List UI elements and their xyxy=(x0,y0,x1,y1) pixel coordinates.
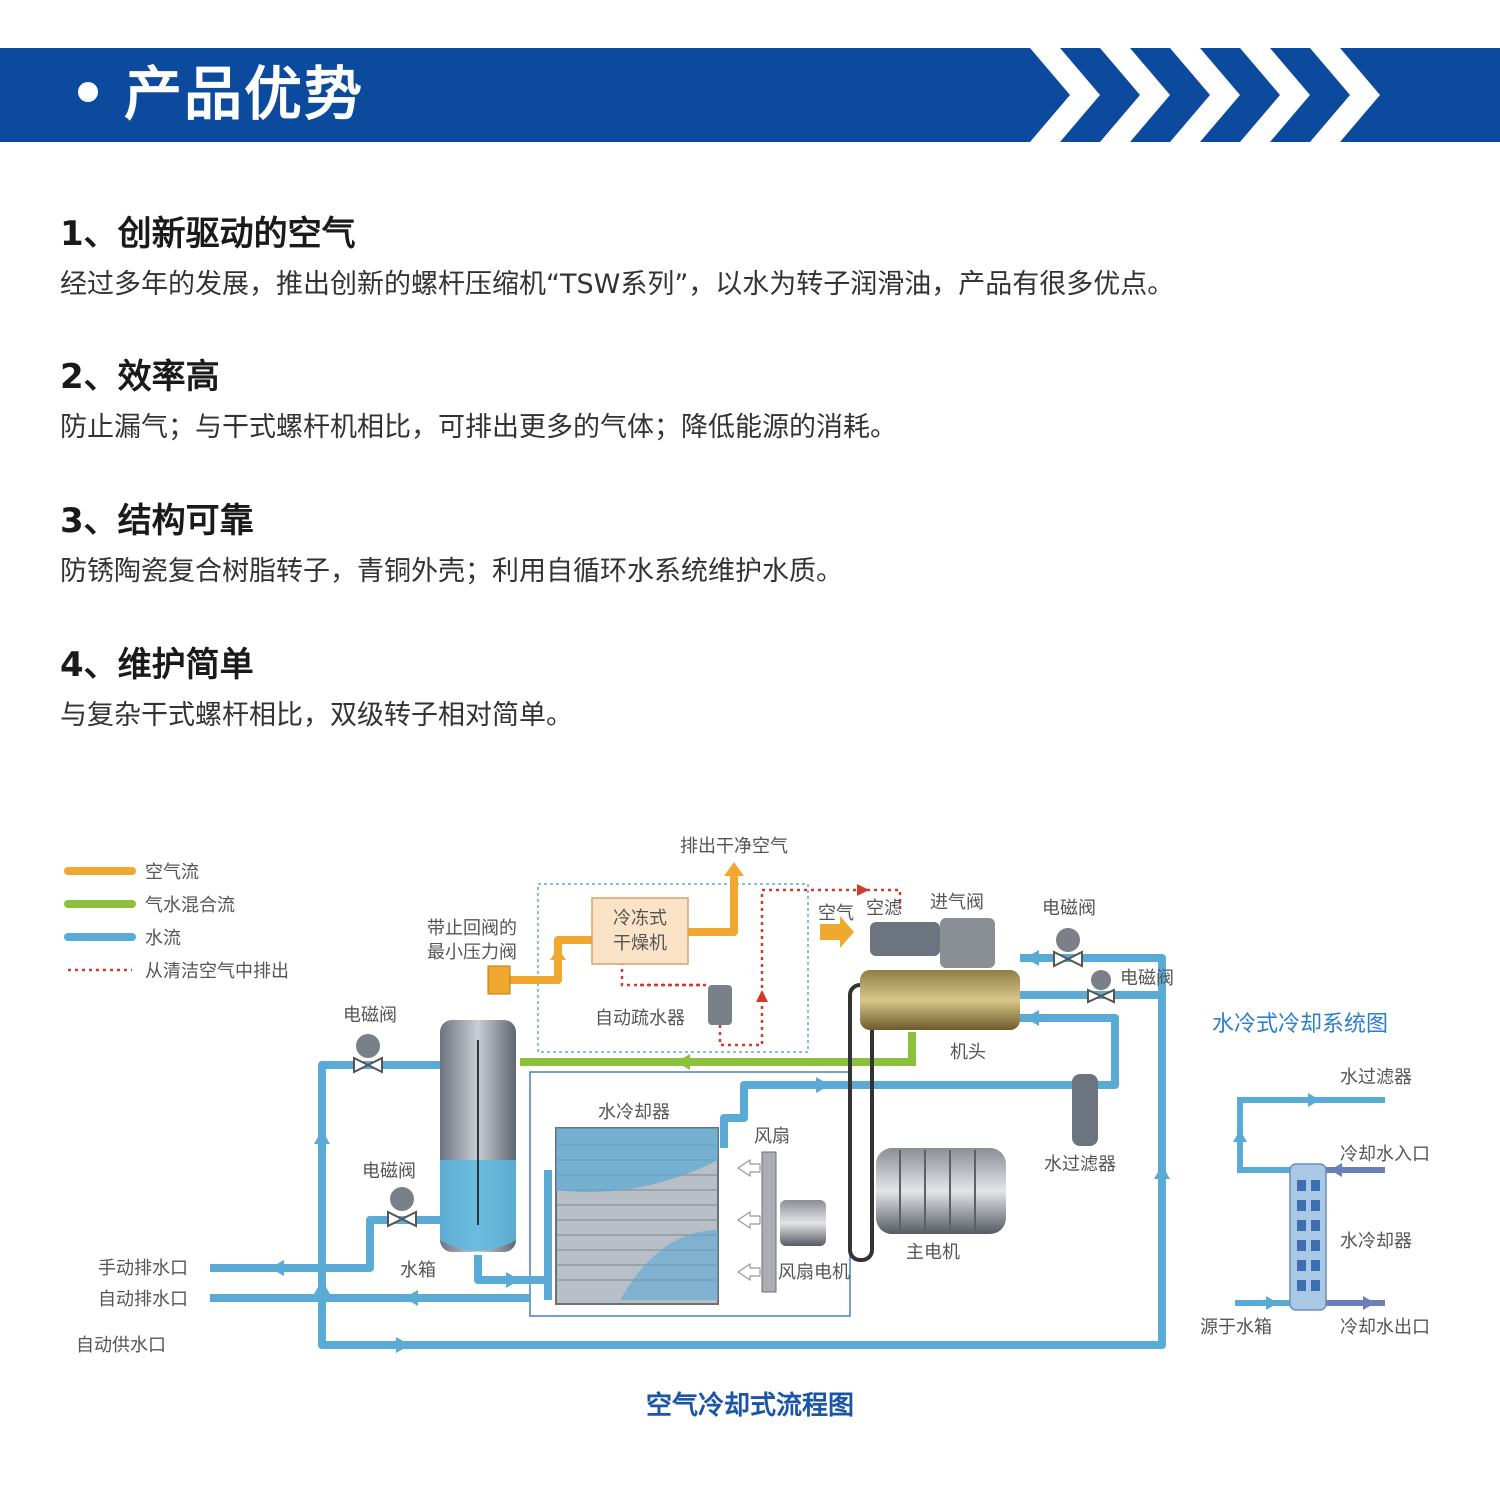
air-filter xyxy=(870,922,940,956)
header-banner xyxy=(0,48,1500,142)
intake-valve-label: 进气阀 xyxy=(930,892,984,913)
legend: 空气流 气水混合流 水流 从清洁空气中排出 xyxy=(64,862,289,982)
side-inlet-label: 冷却水入口 xyxy=(1340,1144,1430,1165)
intake-valve xyxy=(940,918,995,968)
main-motor-label: 主电机 xyxy=(906,1242,960,1263)
air-inlet-arrow xyxy=(820,916,854,948)
section-2-heading: 2、效率高 xyxy=(60,357,220,397)
side-diagram-title: 水冷式冷却系统图 xyxy=(1212,1012,1388,1037)
auto-drain-port-label: 自动排水口 xyxy=(98,1289,188,1310)
section-2-text: 防止漏气；与干式螺杆机相比，可排出更多的气体；降低能源的消耗。 xyxy=(60,412,897,443)
solenoid-label-4: 电磁阀 xyxy=(362,1161,416,1182)
air-label: 空气 xyxy=(818,903,854,924)
bullet-dot xyxy=(78,82,98,102)
fan-label: 风扇 xyxy=(754,1126,790,1147)
mixed-flow-pipe xyxy=(520,1032,916,1066)
side-outlet-label: 冷却水出口 xyxy=(1340,1317,1430,1338)
auto-drain-filter xyxy=(708,985,732,1025)
exhaust-line xyxy=(620,888,902,1047)
dryer-box xyxy=(591,897,689,965)
auto-drain-label: 自动疏水器 xyxy=(595,1008,685,1029)
compressor-head xyxy=(860,970,1020,1030)
water-filter xyxy=(1072,1074,1098,1146)
tank-label: 水箱 xyxy=(400,1260,436,1281)
section-3-text: 防锈陶瓷复合树脂转子，青铜外壳；利用自循环水系统维护水质。 xyxy=(60,556,843,587)
solenoid-label-2: 电磁阀 xyxy=(1120,968,1174,989)
section-1-text: 经过多年的发展，推出创新的螺杆压缩机“TSW系列”，以水为转子润滑油，产品有很多… xyxy=(60,269,1175,300)
legend-mixed-label: 气水混合流 xyxy=(145,895,235,916)
side-cooler-label: 水冷却器 xyxy=(1340,1231,1412,1252)
section-3-heading: 3、结构可靠 xyxy=(60,501,254,541)
side-filter-label: 水过滤器 xyxy=(1340,1067,1412,1088)
dryer-label: 冷冻式 xyxy=(613,908,667,929)
fan-motor xyxy=(780,1200,826,1246)
water-filter-label: 水过滤器 xyxy=(1044,1154,1116,1175)
side-cooler xyxy=(1289,1163,1327,1311)
water-cooler-label: 水冷却器 xyxy=(598,1102,670,1123)
diagram-caption: 空气冷却式流程图 xyxy=(646,1390,854,1421)
legend-water-label: 水流 xyxy=(145,928,181,949)
solenoid-label-3: 电磁阀 xyxy=(343,1005,397,1026)
main-motor xyxy=(876,1148,1006,1234)
dryer-frame xyxy=(537,883,809,1053)
check-valve-label: 带止回阀的 xyxy=(427,918,517,939)
chevron-decoration-icon xyxy=(1030,48,1380,142)
solenoid-label-1: 电磁阀 xyxy=(1042,898,1096,919)
manual-drain-label: 手动排水口 xyxy=(98,1258,188,1279)
section-4-text: 与复杂干式螺杆相比，双级转子相对简单。 xyxy=(60,700,573,731)
exhaust-clean-label: 排出干净空气 xyxy=(680,836,788,857)
check-valve-label-2: 最小压力阀 xyxy=(427,942,517,963)
check-valve xyxy=(487,965,511,995)
section-4-heading: 4、维护简单 xyxy=(60,645,254,685)
head-label: 机头 xyxy=(950,1042,986,1063)
section-1-heading: 1、创新驱动的空气 xyxy=(60,214,356,254)
fan xyxy=(761,1151,777,1293)
water-pipes xyxy=(210,954,1166,1349)
water-arrows xyxy=(270,950,1170,1353)
legend-air-label: 空气流 xyxy=(145,862,199,883)
air-filter-label: 空滤 xyxy=(866,898,902,919)
dryer-label-2: 干燥机 xyxy=(613,933,667,954)
legend-exhaust-label: 从清洁空气中排出 xyxy=(145,961,289,982)
solenoid-valves xyxy=(353,928,1115,1228)
water-cooled-side-diagram: 水冷式冷却系统图 水过滤器 冷却水入口 水冷却器 源于水箱 冷却水出口 xyxy=(1200,1012,1430,1338)
side-from-tank-label: 源于水箱 xyxy=(1200,1317,1272,1338)
page-title: 产品优势 xyxy=(124,60,365,128)
fan-motor-label: 风扇电机 xyxy=(778,1262,850,1283)
auto-supply-label: 自动供水口 xyxy=(76,1335,166,1356)
air-cooled-flow-diagram: 空气流 气水混合流 水流 从清洁空气中排出 xyxy=(64,836,1430,1421)
